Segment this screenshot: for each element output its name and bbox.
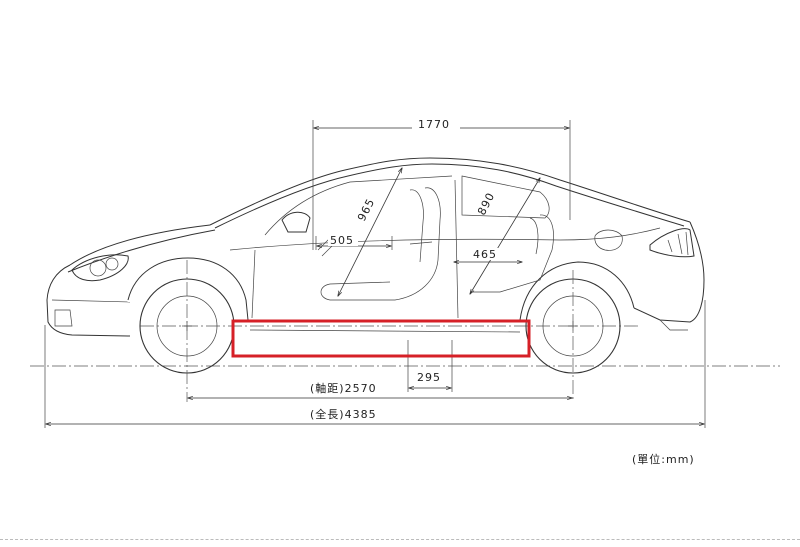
dim-line-965 [338,168,402,296]
dim-label-295: 295 [417,371,441,384]
car-body-outline [46,157,705,337]
dim-label-890: 890 [475,190,497,217]
dim-label-wheelbase: (軸距)2570 [310,381,377,395]
dim-label-505: 505 [330,234,354,247]
bottom-divider [0,539,800,541]
dim-label-1770: 1770 [418,118,450,131]
dim-line-890 [470,178,540,294]
dim-label-overall: (全長)4385 [310,407,377,421]
sill-highlight-box [231,319,531,358]
extension-lines [44,120,706,428]
unit-note: (單位:mm) [632,452,695,466]
dim-label-465: 465 [473,248,497,261]
dim-label-965: 965 [355,196,377,223]
